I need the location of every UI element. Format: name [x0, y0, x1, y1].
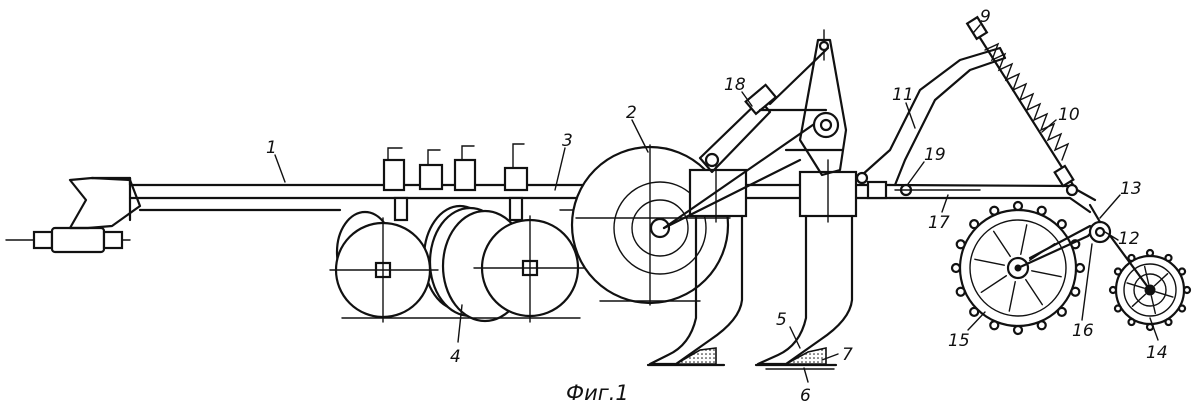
roller-tooth — [969, 306, 980, 317]
leader-lines — [274, 24, 1159, 383]
label-17: 17 — [928, 213, 950, 233]
callout-labels: 1 2 3 4 5 6 7 9 10 11 12 13 14 15 16 17 … — [266, 7, 1168, 406]
roller-tooth — [1127, 253, 1136, 263]
roller-tooth — [1108, 285, 1118, 295]
roller-tooth — [989, 205, 1000, 216]
label-1: 1 — [266, 138, 277, 158]
roller-spoke — [992, 230, 1011, 258]
roller-tooth — [1036, 205, 1047, 216]
roller-spoke — [974, 258, 1005, 266]
roller-spoke — [1025, 278, 1044, 306]
roller-spoke — [1126, 282, 1145, 289]
roller-tooth — [1145, 248, 1155, 258]
roller-tooth — [1177, 267, 1187, 276]
label-2: 2 — [626, 103, 637, 123]
roller-tooth — [969, 219, 980, 230]
label-7: 7 — [842, 345, 853, 365]
figure-caption: Фиг.1 — [566, 381, 629, 405]
label-18: 18 — [724, 75, 746, 95]
roller-tooth — [1074, 262, 1086, 274]
roller-tooth — [1036, 320, 1047, 331]
hitch-assembly — [5, 176, 142, 254]
roller-spoke — [1008, 281, 1016, 312]
roller-tooth — [1177, 304, 1187, 313]
roller-spoke — [1020, 224, 1028, 255]
roller-spoke — [1131, 293, 1147, 308]
label-10: 10 — [1058, 105, 1080, 125]
label-13: 13 — [1120, 179, 1142, 199]
label-5: 5 — [776, 310, 787, 330]
roller-tooth — [1012, 324, 1024, 336]
roller-tooth — [1056, 219, 1067, 230]
roller-tooth — [1164, 317, 1173, 327]
roller-spoke — [1150, 295, 1157, 315]
label-12: 12 — [1118, 229, 1140, 249]
label-11: 11 — [892, 85, 914, 105]
label-14: 14 — [1146, 343, 1168, 363]
label-9: 9 — [980, 7, 991, 27]
rear-frame — [855, 46, 1097, 214]
roller-tooth — [1070, 286, 1081, 297]
roller-spoke — [1143, 265, 1150, 285]
roller-linkage — [1016, 203, 1152, 292]
label-4: 4 — [450, 347, 461, 367]
disc-gang — [329, 143, 585, 323]
roller-tooth — [1113, 267, 1123, 276]
roller-tooth — [1113, 304, 1123, 313]
roller-spoke — [1153, 272, 1169, 287]
label-16: 16 — [1072, 321, 1094, 341]
roller-tooth — [1127, 317, 1136, 327]
label-6: 6 — [800, 386, 811, 406]
roller-tooth — [1056, 306, 1067, 317]
hydraulic-cylinder — [662, 29, 848, 230]
roller-spoke — [980, 275, 1008, 294]
spring-assembly — [965, 15, 1079, 197]
roller-tooth — [955, 286, 966, 297]
roller-tooth — [955, 239, 966, 250]
roller-tooth — [989, 320, 1000, 331]
ripper-shanks — [646, 159, 858, 370]
roller-spoke — [1155, 291, 1174, 298]
label-3: 3 — [562, 131, 573, 151]
label-15: 15 — [948, 331, 970, 351]
label-19: 19 — [924, 145, 946, 165]
roller-tooth — [1012, 200, 1024, 212]
roller-tooth — [1182, 285, 1192, 295]
roller-spoke — [1031, 270, 1062, 278]
roller-tooth — [950, 262, 962, 274]
roller-tooth — [1164, 253, 1173, 263]
